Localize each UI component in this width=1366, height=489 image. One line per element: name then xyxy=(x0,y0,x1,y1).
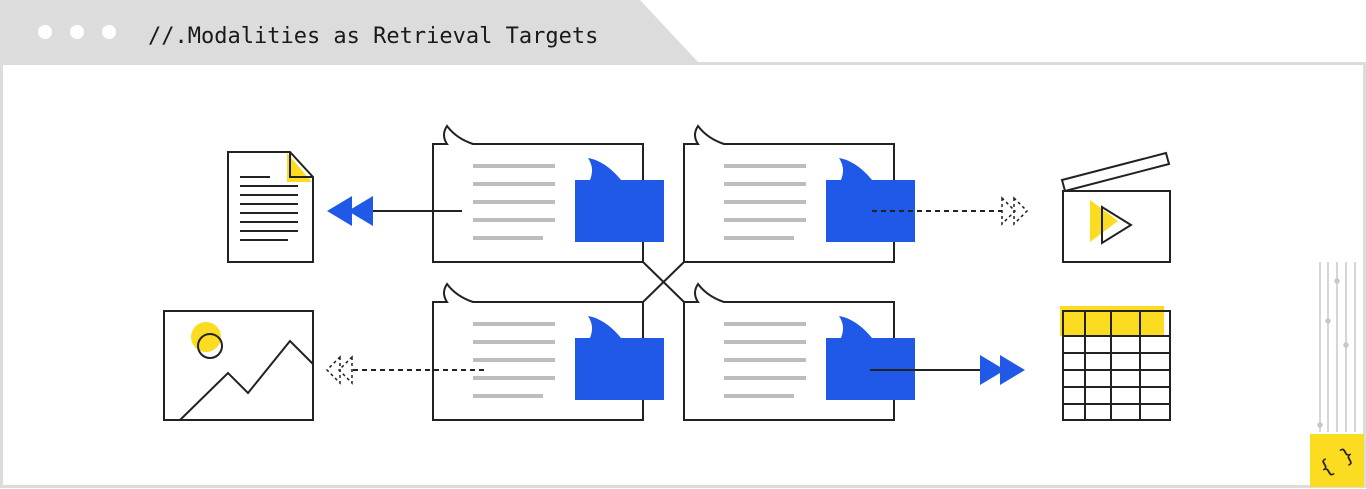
circuit-lines-decoration xyxy=(1317,262,1356,432)
arrow-to-video xyxy=(872,196,1029,226)
arrow-to-table xyxy=(870,355,1025,385)
video-clapper-icon xyxy=(1060,151,1171,263)
window-dot-1[interactable] xyxy=(38,25,52,39)
document-card-bottom-right xyxy=(683,282,915,421)
window-title-bar: //.Modalities as Retrieval Targets xyxy=(0,0,698,62)
query-bubble xyxy=(826,158,915,242)
query-bubble xyxy=(826,316,915,400)
arrow-to-document xyxy=(327,196,462,226)
query-bubble xyxy=(575,316,664,400)
center-connector xyxy=(642,261,685,303)
window-frame xyxy=(0,62,1366,488)
window-title: //.Modalities as Retrieval Targets xyxy=(148,24,598,49)
document-card-top-left xyxy=(432,124,664,263)
window-dot-3[interactable] xyxy=(102,25,116,39)
document-card-top-right xyxy=(683,124,915,263)
code-badge[interactable]: { } xyxy=(1310,434,1364,487)
query-bubble xyxy=(575,158,664,242)
document-card-bottom-left xyxy=(432,282,664,421)
title-tab xyxy=(0,0,698,62)
table-icon xyxy=(1060,306,1171,421)
window-dot-2[interactable] xyxy=(70,25,84,39)
arrow-to-image xyxy=(325,355,484,385)
document-icon xyxy=(227,151,314,263)
image-icon xyxy=(163,310,314,421)
